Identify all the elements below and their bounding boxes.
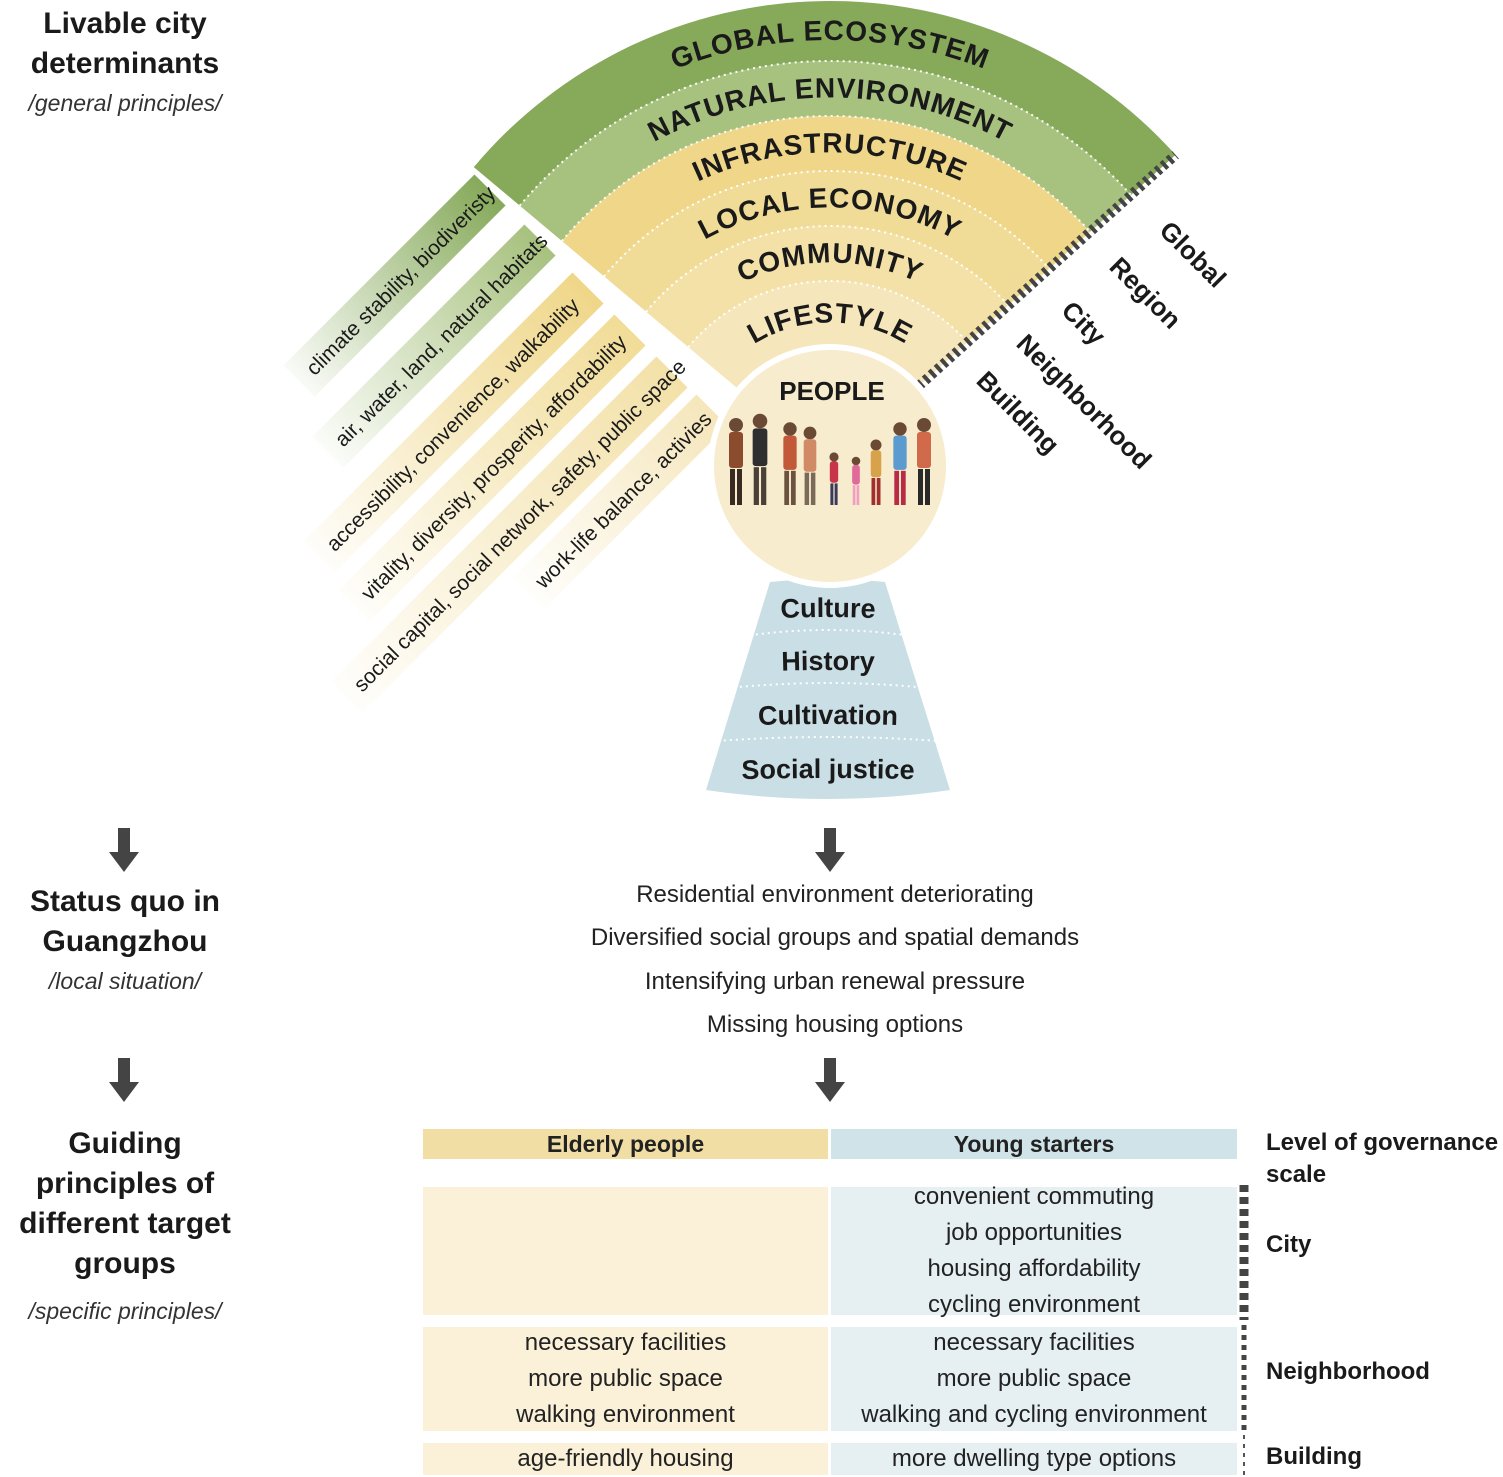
ribbon-bar (283, 174, 506, 397)
principle-item: more dwelling type options (891, 1445, 1177, 1472)
determinants-title-line2: determinants (30, 47, 220, 80)
status-item: Intensifying urban renewal pressure (644, 968, 1026, 995)
ribbon-bar (512, 394, 728, 610)
center-label: PEOPLE (779, 376, 884, 406)
foundation-divider (737, 629, 919, 638)
table-cell-young-neighborhood: necessary facilities more public space w… (831, 1327, 1237, 1431)
table-cell-young-building: more dwelling type options (831, 1443, 1237, 1475)
status-title-line1: Status quo in (30, 885, 220, 918)
governance-scale-bar (1239, 1185, 1249, 1475)
guiding-title-line2: principles of (35, 1167, 215, 1200)
table-cell-elderly-building: age-friendly housing (423, 1443, 828, 1475)
ring-band (604, 170, 1050, 312)
people-group-icon (729, 413, 931, 505)
principle-item: more public space (528, 1365, 723, 1392)
status-item: Residential environment deteriorating (636, 881, 1034, 908)
foundation-divider (681, 736, 975, 745)
status-item: Missing housing options (706, 1011, 964, 1038)
scale-ray (915, 151, 1179, 390)
table-cell-young-city: convenient commuting job opportunities h… (831, 1183, 1237, 1318)
ring-band (519, 61, 1131, 242)
center-layer: PEOPLE (708, 344, 952, 588)
level-building: Building (1266, 1443, 1362, 1470)
scale-label: Global (1154, 215, 1232, 293)
foundation-label: Cultivation (758, 700, 899, 731)
level-neighborhood: Neighborhood (1266, 1358, 1430, 1385)
down-arrow-icon (109, 1058, 139, 1102)
principle-item: walking and cycling environment (861, 1401, 1207, 1428)
level-city: City (1266, 1231, 1312, 1258)
ring-band (688, 281, 968, 389)
guiding-subtitle: /specific principles/ (28, 1298, 222, 1324)
table-cell-elderly-neighborhood: necessary facilities more public space w… (423, 1327, 828, 1431)
principle-item: convenient commuting (913, 1183, 1155, 1210)
foundation-label: Social justice (741, 754, 915, 785)
scale-label: City (1056, 295, 1112, 351)
ribbon-bar (303, 272, 604, 573)
principle-item: necessary facilities (933, 1329, 1135, 1356)
principle-item: age-friendly housing (517, 1445, 734, 1472)
ribbon-bar (331, 356, 688, 713)
guiding-title-line1: Guiding (68, 1127, 182, 1160)
down-arrow-icon (815, 1058, 845, 1102)
down-arrow-icon (815, 828, 845, 872)
guiding-title-line3: different target (19, 1207, 231, 1240)
ribbon-bar (338, 314, 646, 622)
determinants-subtitle: /general principles/ (28, 90, 222, 116)
principle-item: necessary facilities (524, 1329, 727, 1356)
down-arrow-icon (109, 828, 139, 872)
ring-divider (603, 170, 1050, 278)
ring-divider (645, 225, 1010, 313)
scale-label: Neighborhood (1011, 328, 1158, 475)
header-elderly: Elderly people (423, 1129, 828, 1159)
ring-band (473, 0, 1176, 206)
header-level-2: scale (1266, 1161, 1327, 1188)
ring-band (561, 116, 1091, 277)
principle-item: cycling environment (927, 1291, 1141, 1318)
principle-item: job opportunities (945, 1219, 1123, 1246)
principle-item: more public space (936, 1365, 1132, 1392)
foundation-label: History (781, 646, 875, 677)
table-cell-elderly-city (423, 1187, 828, 1315)
status-item: Diversified social groups and spatial de… (590, 924, 1080, 951)
scale-label: Region (1104, 251, 1188, 335)
status-title-line2: Guangzhou (42, 925, 208, 958)
header-level: Level of governance (1266, 1129, 1499, 1156)
foundation-label: Culture (780, 593, 876, 624)
principle-item: housing affordability (927, 1255, 1141, 1282)
guiding-title-line4: groups (74, 1247, 176, 1280)
ring-divider (687, 280, 969, 348)
header-young: Young starters (831, 1129, 1237, 1159)
determinants-title-line1: Livable city (43, 7, 207, 40)
ribbon-bar (312, 224, 556, 468)
ring-band (646, 226, 1009, 348)
principle-item: walking environment (516, 1401, 735, 1428)
status-subtitle: /local situation/ (48, 968, 202, 994)
